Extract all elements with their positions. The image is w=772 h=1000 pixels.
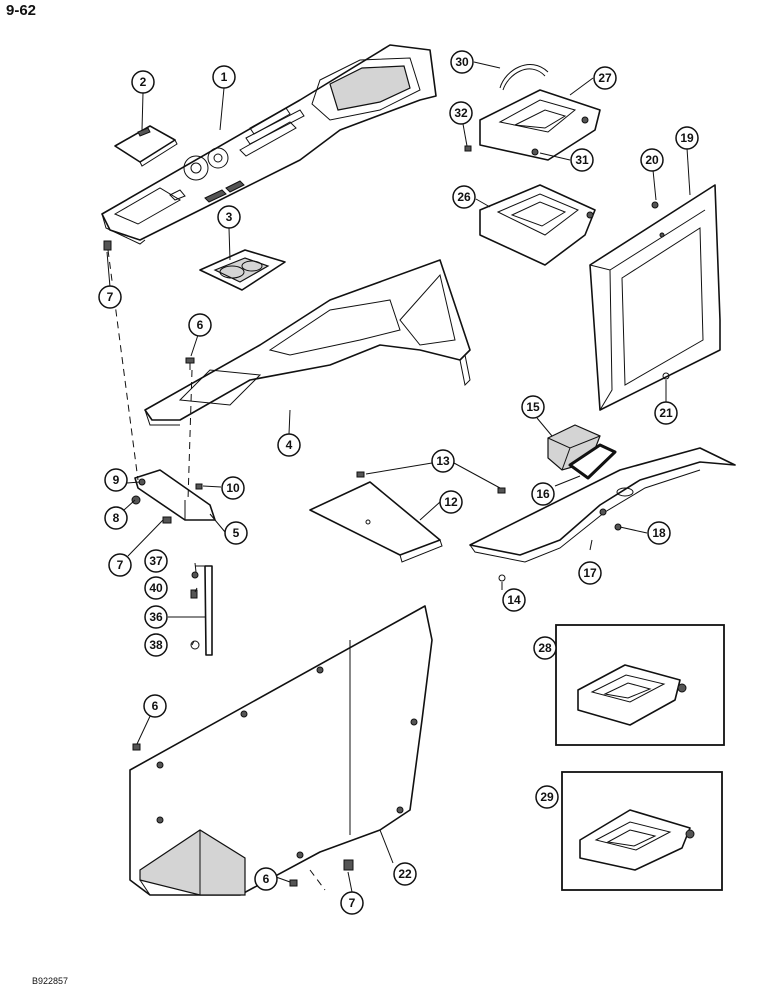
callout-31: 31 — [570, 148, 594, 172]
callout-label: 22 — [398, 867, 412, 881]
callout-label: 10 — [226, 481, 240, 495]
callout-16: 16 — [531, 482, 555, 506]
part-shift-guide-27 — [464, 64, 601, 161]
drawing-number: B922857 — [32, 976, 69, 986]
callout-37: 37 — [144, 549, 168, 573]
callout-label: 15 — [526, 400, 540, 414]
callout-label: 2 — [140, 75, 147, 89]
callout-label: 29 — [540, 790, 554, 804]
part-shift-guide-26 — [479, 184, 596, 266]
callout-label: 20 — [645, 153, 659, 167]
part-bracket-5 — [131, 469, 216, 524]
callout-27: 27 — [593, 66, 617, 90]
inset-28 — [555, 624, 725, 746]
callout-label: 5 — [233, 526, 240, 540]
callout-label: 32 — [454, 106, 468, 120]
callout-label: 38 — [149, 638, 163, 652]
part-panel-19 — [589, 184, 721, 411]
callout-label: 28 — [538, 641, 552, 655]
callout-38: 38 — [144, 633, 168, 657]
callout-8: 8 — [104, 506, 128, 530]
callout-label: 6 — [197, 318, 204, 332]
page-number: 9-62 — [6, 2, 37, 19]
part-side-panel-22 — [129, 605, 433, 896]
callout-label: 26 — [457, 190, 471, 204]
callout-label: 4 — [286, 438, 293, 452]
callout-label: 9 — [113, 473, 120, 487]
callout-6: 6 — [188, 313, 212, 337]
callout-label: 36 — [149, 610, 163, 624]
callout-9: 9 — [104, 468, 128, 492]
callout-label: 13 — [436, 454, 450, 468]
alignment-line — [187, 369, 193, 501]
callout-label: 21 — [659, 406, 673, 420]
callout-6: 6 — [254, 867, 278, 891]
callout-28: 28 — [533, 636, 557, 660]
inset-29 — [561, 771, 723, 891]
callout-label: 40 — [149, 581, 163, 595]
callout-label: 6 — [152, 699, 159, 713]
callout-19: 19 — [675, 126, 699, 150]
callout-30: 30 — [450, 50, 474, 74]
part-trim-17 — [469, 447, 736, 582]
callout-label: 7 — [107, 290, 114, 304]
callout-label: 8 — [113, 511, 120, 525]
leader-lines — [106, 61, 691, 893]
callout-1: 1 — [212, 65, 236, 89]
callout-label: 17 — [583, 566, 597, 580]
callout-label: 31 — [575, 153, 589, 167]
callout-label: 1 — [221, 70, 228, 84]
part-cup-insert — [199, 249, 286, 291]
callout-20: 20 — [640, 148, 664, 172]
callout-10: 10 — [221, 476, 245, 500]
part-console-panel — [144, 259, 471, 426]
callout-label: 16 — [536, 487, 550, 501]
callout-label: 18 — [652, 526, 666, 540]
callout-7: 7 — [98, 285, 122, 309]
callout-label: 37 — [149, 554, 163, 568]
callout-label: 14 — [507, 593, 521, 607]
callout-17: 17 — [578, 561, 602, 585]
callout-7: 7 — [108, 553, 132, 577]
callout-7: 7 — [340, 891, 364, 915]
callout-label: 6 — [263, 872, 270, 886]
alignment-line — [107, 249, 139, 481]
callout-12: 12 — [439, 490, 463, 514]
callout-label: 27 — [598, 71, 612, 85]
callout-6: 6 — [143, 694, 167, 718]
callout-4: 4 — [277, 433, 301, 457]
callout-2: 2 — [131, 70, 155, 94]
alignment-line — [309, 869, 326, 891]
part-strap-36 — [190, 565, 213, 656]
part-cover-plate — [114, 125, 178, 167]
callout-29: 29 — [535, 785, 559, 809]
callout-15: 15 — [521, 395, 545, 419]
part-plate-12 — [309, 471, 506, 563]
callout-5: 5 — [224, 521, 248, 545]
part-upper-console — [101, 44, 437, 245]
callout-18: 18 — [647, 521, 671, 545]
callout-21: 21 — [654, 401, 678, 425]
callout-label: 7 — [117, 558, 124, 572]
callout-13: 13 — [431, 449, 455, 473]
part-gasket-16 — [568, 443, 617, 480]
callout-36: 36 — [144, 605, 168, 629]
callout-26: 26 — [452, 185, 476, 209]
callout-40: 40 — [144, 576, 168, 600]
part-screw-6 — [185, 357, 195, 370]
callout-label: 7 — [349, 896, 356, 910]
callout-label: 19 — [680, 131, 694, 145]
callout-label: 3 — [226, 210, 233, 224]
callout-14: 14 — [502, 588, 526, 612]
callout-label: 30 — [455, 55, 469, 69]
callout-22: 22 — [393, 862, 417, 886]
callout-32: 32 — [449, 101, 473, 125]
callout-3: 3 — [217, 205, 241, 229]
part-clip-7 — [103, 240, 112, 251]
callout-label: 12 — [444, 495, 458, 509]
